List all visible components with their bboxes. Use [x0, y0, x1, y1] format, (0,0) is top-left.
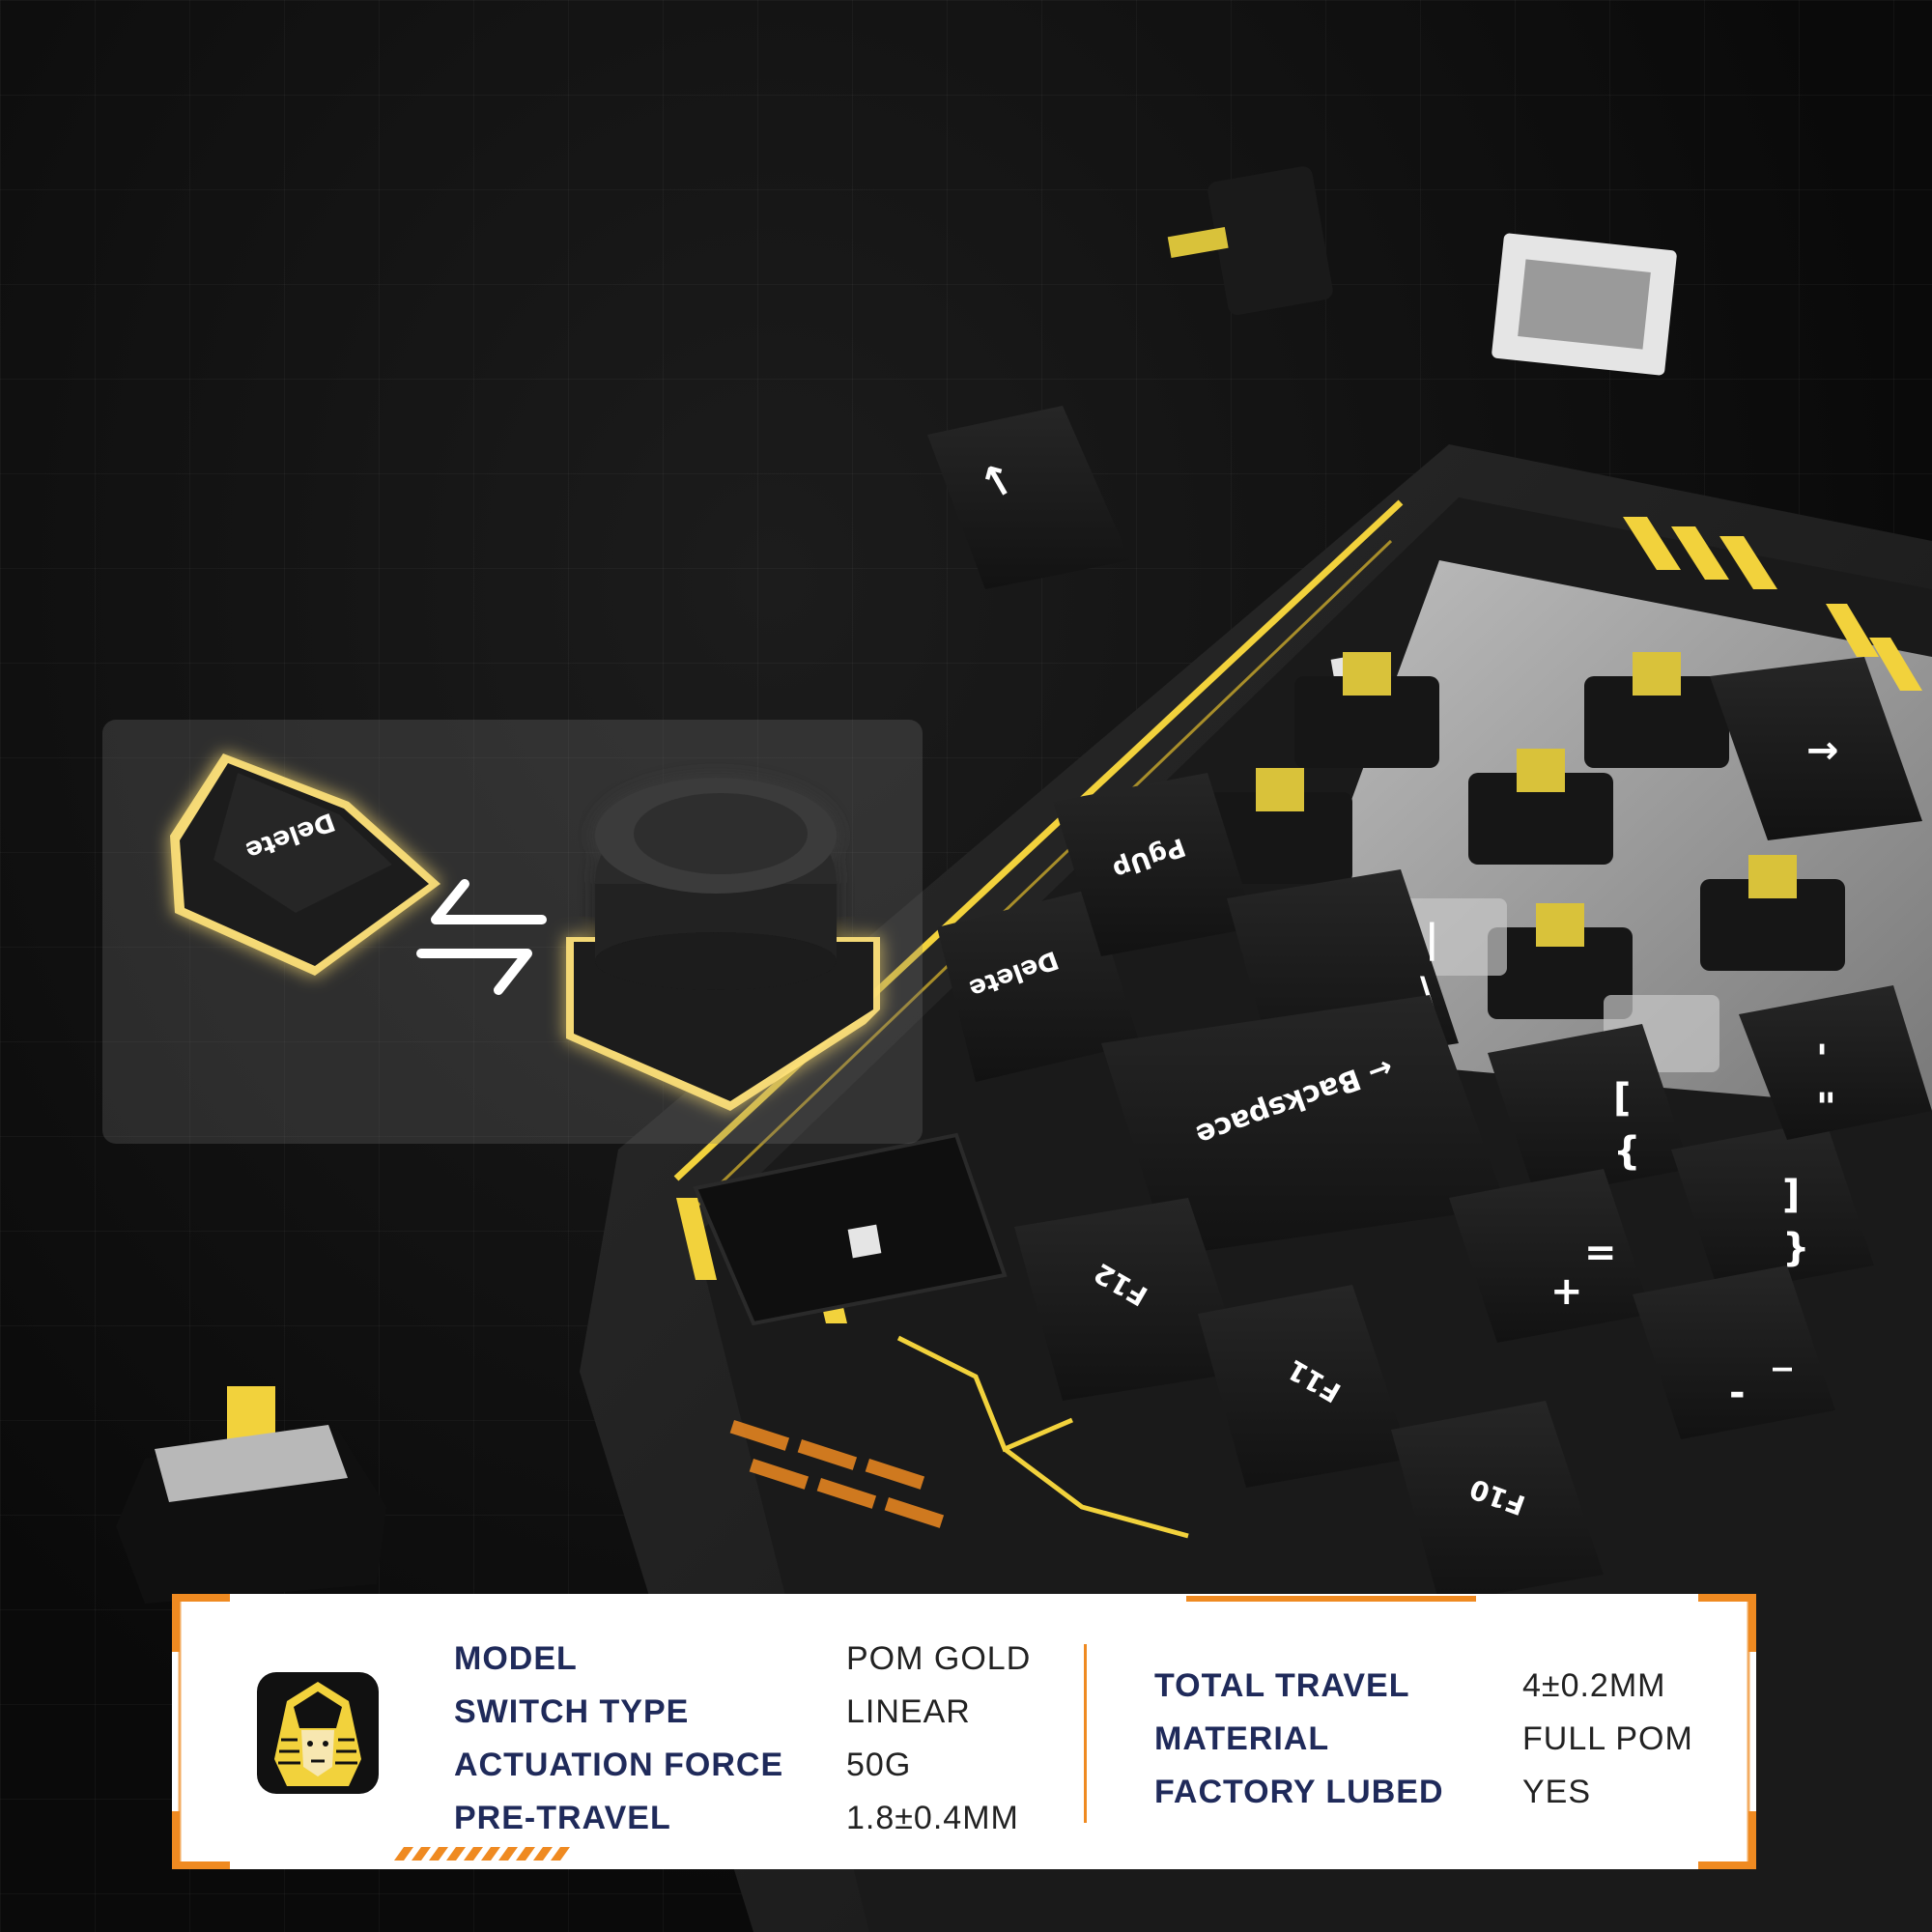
spec-labels-left: MODEL SWITCH TYPE ACTUATION FORCE PRE-TR… — [454, 1633, 783, 1845]
spec-value: POM GOLD — [846, 1640, 1032, 1677]
keycap-bracket-right: ] } — [1671, 1121, 1874, 1294]
spec-value: 4±0.2MM — [1522, 1667, 1666, 1704]
spec-label: FACTORY LUBED — [1154, 1774, 1444, 1810]
spec-labels-right: TOTAL TRAVEL MATERIAL FACTORY LUBED — [1154, 1660, 1444, 1819]
spec-label: MODEL — [454, 1640, 578, 1677]
round-knob-cap — [566, 778, 880, 1111]
svg-text:[: [ — [1613, 1076, 1631, 1121]
keycap-backspace: ← Backspace — [1101, 995, 1507, 1256]
exposed-switches — [1208, 652, 1845, 1072]
keycap-f10: F10 — [1391, 1401, 1604, 1604]
keycap-f12: F12 — [1014, 1198, 1246, 1401]
svg-text:]: ] — [1782, 1173, 1800, 1217]
spec-card: MODEL SWITCH TYPE ACTUATION FORCE PRE-TR… — [172, 1594, 1756, 1869]
keycap-delete-on-board: Delete — [937, 889, 1140, 1082]
loose-switch-side-view — [1167, 166, 1333, 316]
orange-vent — [729, 1420, 945, 1528]
keycap-pgup: PgUp — [1053, 773, 1256, 956]
spec-label: TOTAL TRAVEL — [1154, 1667, 1410, 1704]
swap-arrows-icon — [416, 879, 547, 995]
svg-text:}: } — [1782, 1226, 1809, 1270]
keycap-delete — [170, 753, 440, 976]
svg-text:": " — [1816, 1086, 1836, 1130]
keycap-f11: F11 — [1198, 1285, 1410, 1488]
spec-label: PRE-TRAVEL — [454, 1800, 671, 1836]
spec-value: FULL POM — [1522, 1720, 1693, 1757]
svg-text:=: = — [1584, 1231, 1617, 1275]
keycap-bracket-left: [ { — [1488, 1024, 1690, 1198]
spec-card-stripes — [394, 1847, 570, 1861]
spec-values-right: 4±0.2MM FULL POM YES — [1522, 1660, 1693, 1819]
svg-text:-: - — [1729, 1371, 1746, 1415]
spec-label: MATERIAL — [1154, 1720, 1330, 1757]
pom-gold-switch — [116, 1386, 386, 1604]
keycap-minus: _ - — [1633, 1265, 1835, 1439]
spec-label: SWITCH TYPE — [454, 1693, 690, 1730]
spec-value: 1.8±0.4MM — [846, 1800, 1019, 1836]
spec-divider — [1084, 1644, 1087, 1823]
svg-text:+: + — [1550, 1269, 1583, 1314]
svg-text:|: | — [1425, 917, 1439, 962]
spec-value: LINEAR — [846, 1693, 971, 1730]
pharaoh-logo-icon — [257, 1672, 379, 1794]
loose-keycap-arrow-up: ↑ — [927, 406, 1130, 589]
hazard-stripes-top — [1623, 517, 1922, 691]
loose-switch-housing-top — [1492, 233, 1677, 376]
svg-text:': ' — [1816, 1037, 1828, 1082]
spec-values-left: POM GOLD LINEAR 50G 1.8±0.4MM — [846, 1633, 1031, 1845]
spec-value: 50G — [846, 1747, 912, 1783]
svg-text:→: → — [1806, 728, 1839, 773]
keycap-equals: = + — [1449, 1169, 1652, 1343]
svg-text:_: _ — [1773, 1327, 1792, 1372]
keycap-arrow-right: → — [1710, 657, 1922, 840]
spec-label: ACTUATION FORCE — [454, 1747, 784, 1783]
keycap-quote: ' " — [1739, 985, 1932, 1140]
spec-value: YES — [1522, 1774, 1592, 1810]
swap-panel: Delete — [102, 720, 923, 1144]
svg-text:{: { — [1613, 1129, 1640, 1174]
gold-circuit-trace — [896, 1335, 1189, 1539]
